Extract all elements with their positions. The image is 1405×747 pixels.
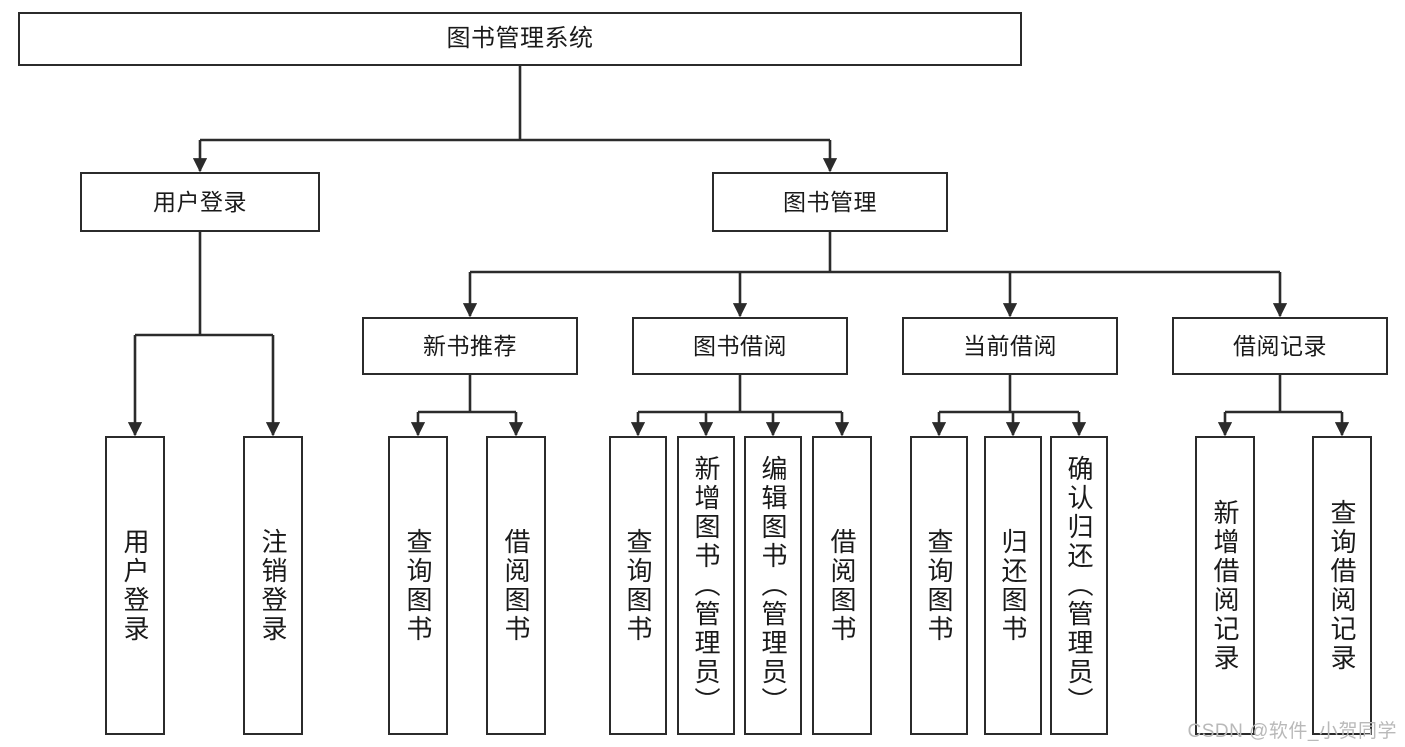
node-newbook[interactable]: 新书推荐	[362, 317, 578, 375]
node-leaf-new-1[interactable]: 查询图书	[388, 436, 448, 735]
node-label: 借阅图书	[501, 527, 531, 644]
node-leaf-borrow-3[interactable]: 编辑图书（管理员）	[744, 436, 802, 735]
node-label: 确认归还（管理员）	[1064, 455, 1094, 716]
node-label: 新增图书（管理员）	[691, 455, 721, 716]
node-label: 借阅记录	[1233, 332, 1327, 359]
node-leaf-cur-1[interactable]: 查询图书	[910, 436, 968, 735]
node-label: 图书管理系统	[446, 25, 594, 53]
node-leaf-rec-2[interactable]: 查询借阅记录	[1312, 436, 1372, 735]
node-records[interactable]: 借阅记录	[1172, 317, 1388, 375]
node-leaf-borrow-1[interactable]: 查询图书	[609, 436, 667, 735]
watermark-text: CSDN @软件_小贺同学	[1187, 721, 1397, 742]
node-leaf-cur-2[interactable]: 归还图书	[984, 436, 1042, 735]
edge-group	[127, 66, 1350, 437]
node-label: 用户登录	[153, 188, 247, 215]
node-label: 新增借阅记录	[1210, 498, 1240, 673]
node-leaf-cur-3[interactable]: 确认归还（管理员）	[1050, 436, 1108, 735]
node-label: 查询图书	[623, 527, 653, 644]
node-leaf-login-1[interactable]: 用户登录	[105, 436, 165, 735]
node-leaf-borrow-4[interactable]: 借阅图书	[812, 436, 872, 735]
node-root[interactable]: 图书管理系统	[18, 12, 1022, 66]
node-current[interactable]: 当前借阅	[902, 317, 1118, 375]
node-label: 查询图书	[924, 527, 954, 644]
node-login[interactable]: 用户登录	[80, 172, 320, 232]
node-label: 编辑图书（管理员）	[758, 455, 788, 716]
node-leaf-new-2[interactable]: 借阅图书	[486, 436, 546, 735]
node-label: 查询借阅记录	[1327, 498, 1357, 673]
node-leaf-login-2[interactable]: 注销登录	[243, 436, 303, 735]
node-label: 归还图书	[998, 527, 1028, 644]
node-label: 借阅图书	[827, 527, 857, 644]
node-borrow[interactable]: 图书借阅	[632, 317, 848, 375]
node-label: 新书推荐	[423, 332, 517, 359]
node-label: 查询图书	[403, 527, 433, 644]
node-leaf-rec-1[interactable]: 新增借阅记录	[1195, 436, 1255, 735]
node-label: 图书管理	[783, 188, 877, 215]
node-label: 图书借阅	[693, 332, 787, 359]
node-bookmgmt[interactable]: 图书管理	[712, 172, 948, 232]
node-label: 当前借阅	[963, 332, 1057, 359]
node-label: 用户登录	[120, 527, 150, 644]
node-leaf-borrow-2[interactable]: 新增图书（管理员）	[677, 436, 735, 735]
node-label: 注销登录	[258, 527, 288, 644]
